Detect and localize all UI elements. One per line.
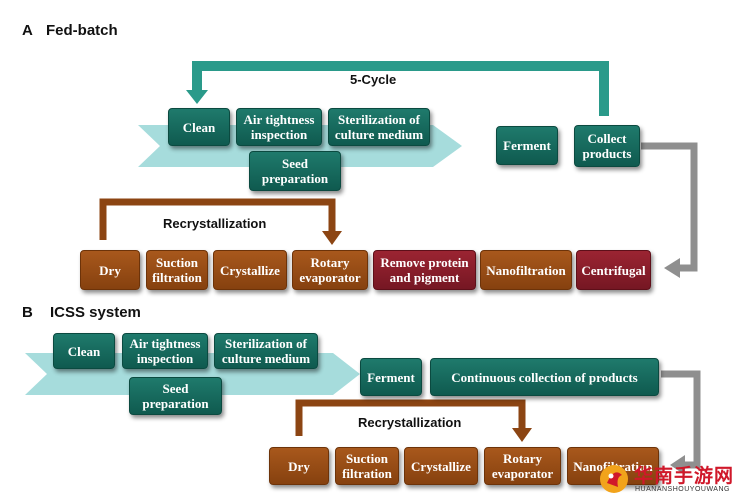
recryst-arrow-b: [295, 399, 526, 436]
crystallize-box-a: Crystallize: [213, 250, 287, 290]
dry-box-b: Dry: [269, 447, 329, 485]
seed-preparation-box-a: Seed preparation: [249, 151, 341, 191]
collect-products-box-a: Collect products: [574, 125, 640, 167]
panel-b-letter: B: [22, 304, 33, 321]
watermark-en-text: HUANANSHOUYOUWANG: [635, 486, 730, 493]
nanofiltration-box-a: Nanofiltration: [480, 250, 572, 290]
panel-a-title: Fed-batch: [46, 22, 118, 39]
crystallize-box-b: Crystallize: [404, 447, 478, 485]
ferment-box-b: Ferment: [360, 358, 422, 396]
gray-arrow-b: [661, 370, 701, 469]
air-tightness-box-b: Air tightness inspection: [122, 333, 208, 369]
rotary-evaporator-box-b: Rotary evaporator: [484, 447, 561, 485]
seed-preparation-box-b: Seed preparation: [129, 377, 222, 415]
watermark-cn-text: 华南手游网: [634, 465, 735, 487]
recryst-arrow-a: [99, 198, 336, 240]
suction-filtration-box-b: Suction filtration: [335, 447, 399, 485]
watermark-logo-icon: [600, 465, 628, 493]
recryst-label-b: Recrystallization: [358, 415, 462, 430]
remove-protein-box-a: Remove protein and pigment: [373, 250, 476, 290]
cycle-label-a: 5-Cycle: [350, 72, 397, 87]
rotary-evaporator-box-a: Rotary evaporator: [292, 250, 368, 290]
clean-box-b: Clean: [53, 333, 115, 369]
panel-b-title: ICSS system: [50, 304, 141, 321]
centrifugal-box-a: Centrifugal: [576, 250, 651, 290]
sterilization-box-b: Sterilization of culture medium: [214, 333, 318, 369]
air-tightness-box-a: Air tightness inspection: [236, 108, 322, 146]
gray-arrow-a: [641, 142, 698, 272]
continuous-collection-box-b: Continuous collection of products: [430, 358, 659, 396]
suction-filtration-box-a: Suction filtration: [146, 250, 208, 290]
watermark: 华南手游网 HUANANSHOUYOUWANG: [598, 461, 746, 500]
panel-a-letter: A: [22, 22, 33, 39]
recryst-label-a: Recrystallization: [163, 216, 267, 231]
cycle-arrow-a: [192, 61, 609, 116]
dry-box-a: Dry: [80, 250, 140, 290]
ferment-box-a: Ferment: [496, 126, 558, 165]
clean-box-a: Clean: [168, 108, 230, 146]
sterilization-box-a: Sterilization of culture medium: [328, 108, 430, 146]
